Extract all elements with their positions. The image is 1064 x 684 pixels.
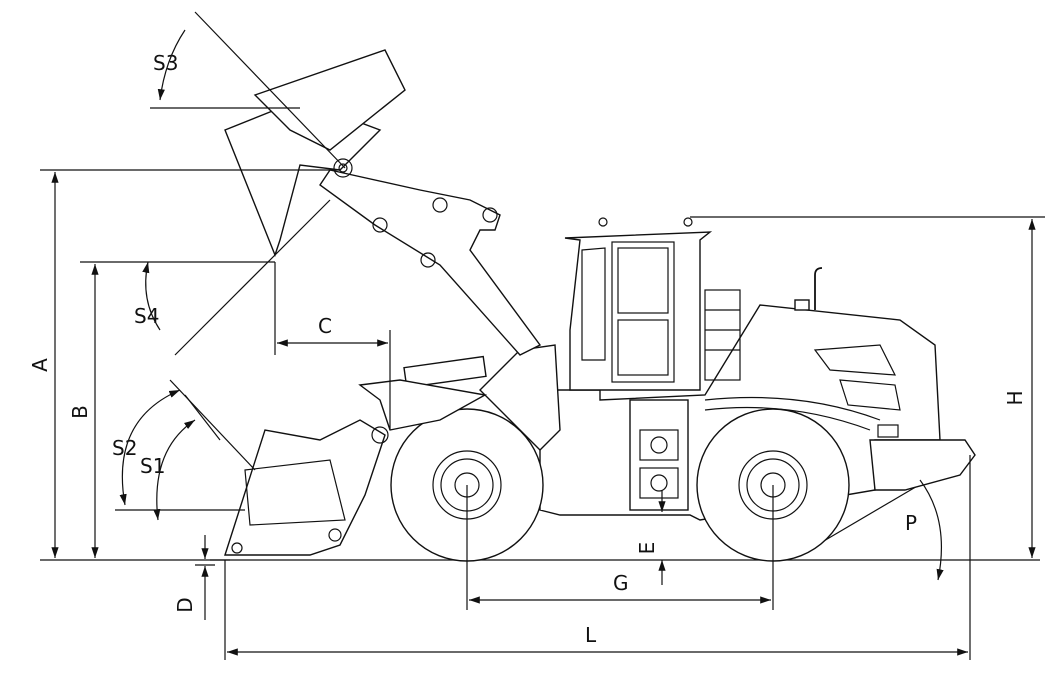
- counterweight: [869, 439, 976, 491]
- s2-arc: [119, 389, 181, 506]
- label-b: B: [68, 405, 92, 419]
- label-s3: S3: [153, 51, 178, 75]
- label-s4: S4: [134, 304, 159, 328]
- raised-boom: [319, 169, 542, 356]
- lift-cylinder: [403, 355, 487, 389]
- label-h: H: [1003, 390, 1027, 405]
- label-d: D: [173, 597, 197, 612]
- s3-arc: [157, 29, 186, 101]
- s1-arc: [153, 419, 196, 521]
- s1-ref-line: [184, 394, 221, 441]
- label-s1: S1: [140, 454, 165, 478]
- frame-box: [629, 399, 689, 511]
- lowered-bucket: [224, 419, 389, 556]
- s2-ref-line: [169, 379, 256, 471]
- front-frame: [358, 344, 561, 451]
- s4-arc: [142, 261, 161, 331]
- label-g: G: [613, 571, 629, 595]
- label-s2: S2: [112, 436, 137, 460]
- s3-ref-line: [194, 11, 346, 169]
- label-l: L: [585, 623, 597, 647]
- s4-ref-line: [174, 199, 331, 356]
- label-e: E: [635, 542, 659, 555]
- p-arc: [919, 479, 944, 581]
- raised-bucket-carry: [253, 49, 406, 151]
- label-p: P: [905, 511, 917, 535]
- label-a: A: [28, 358, 52, 372]
- label-c: C: [318, 314, 332, 338]
- cab: [564, 217, 713, 391]
